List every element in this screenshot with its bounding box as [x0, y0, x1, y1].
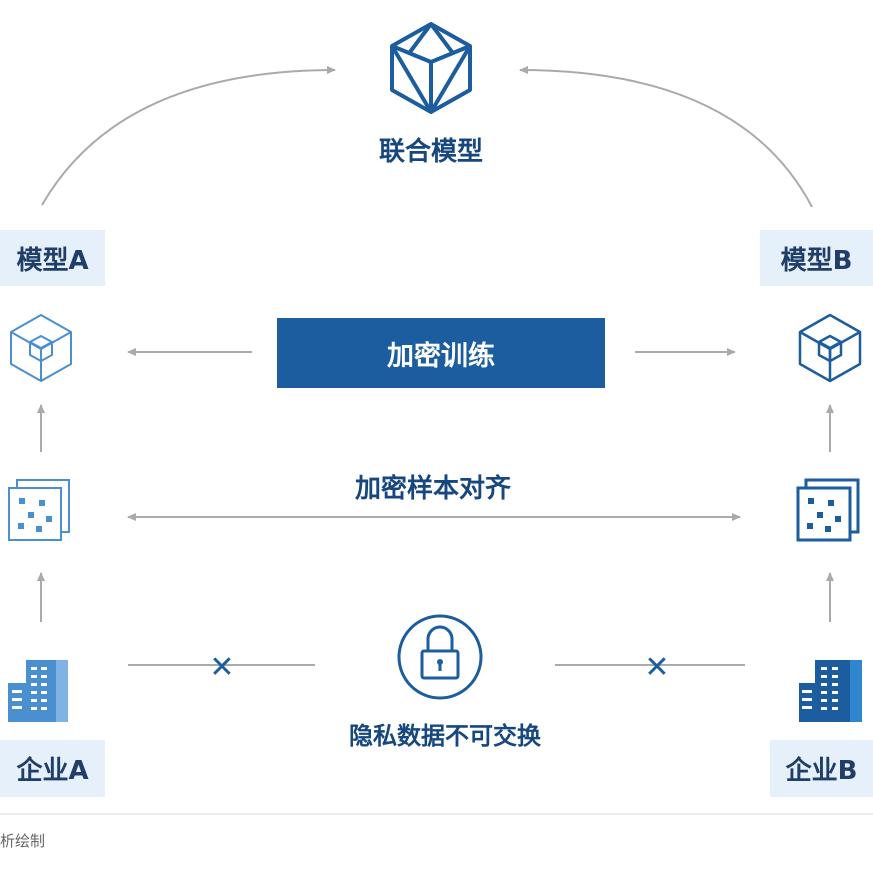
- model-b-label: 模型B: [760, 230, 873, 286]
- top-node-label: 联合模型: [379, 136, 483, 167]
- enterprise-a-label: 企业A: [0, 740, 105, 797]
- cube-icon: [10, 314, 72, 382]
- polyhedron-icon: [390, 22, 472, 114]
- building-icon: [8, 660, 68, 722]
- alignment-label: 加密样本对齐: [355, 473, 512, 504]
- privacy-label: 隐私数据不可交换: [349, 722, 542, 750]
- data-stack-icon: [796, 478, 860, 542]
- footer-caption: 析绘制: [0, 832, 46, 850]
- arc-arrow-right: [519, 66, 813, 208]
- cube-icon: [798, 313, 862, 383]
- arc-arrow-left: [41, 66, 336, 206]
- cross-icon: ✕: [209, 650, 234, 685]
- cross-icon: ✕: [644, 650, 669, 685]
- model-a-label: 模型A: [0, 230, 105, 286]
- enterprise-b-label: 企业B: [770, 740, 873, 797]
- encrypted-training-box: 加密训练: [277, 318, 605, 388]
- building-icon: [799, 660, 862, 722]
- data-stack-icon: [8, 479, 70, 541]
- lock-icon: [397, 614, 483, 700]
